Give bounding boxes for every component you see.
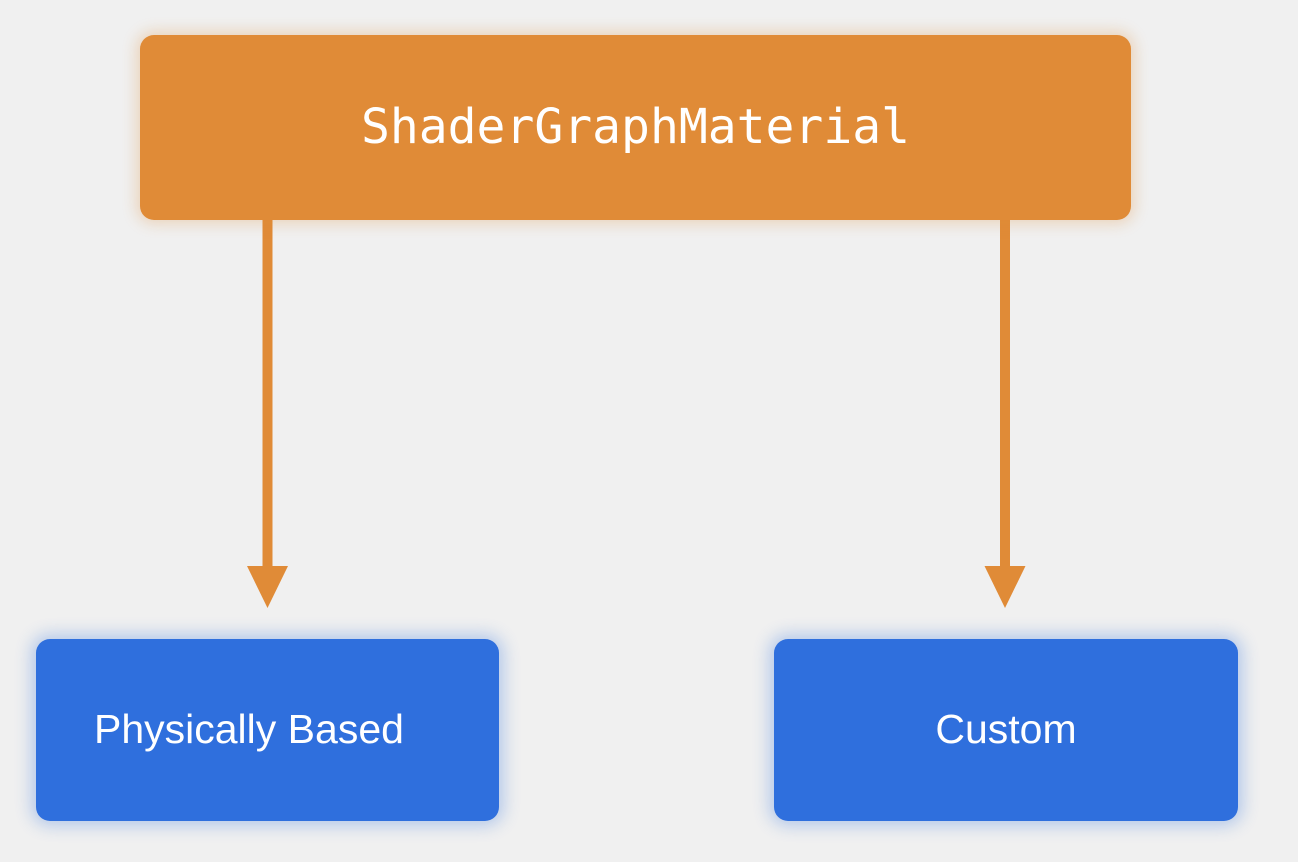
node-root-label: ShaderGraphMaterial: [360, 99, 911, 156]
node-custom[interactable]: Custom: [774, 639, 1238, 821]
node-physically-based[interactable]: Physically Based: [36, 639, 499, 821]
edge-root-to-physically-based: [247, 219, 288, 608]
edge-root-to-custom: [984, 219, 1026, 608]
node-physically-based-label: Physically Based: [94, 706, 404, 753]
node-custom-label: Custom: [935, 706, 1077, 753]
node-shader-graph-material[interactable]: ShaderGraphMaterial: [140, 35, 1131, 220]
